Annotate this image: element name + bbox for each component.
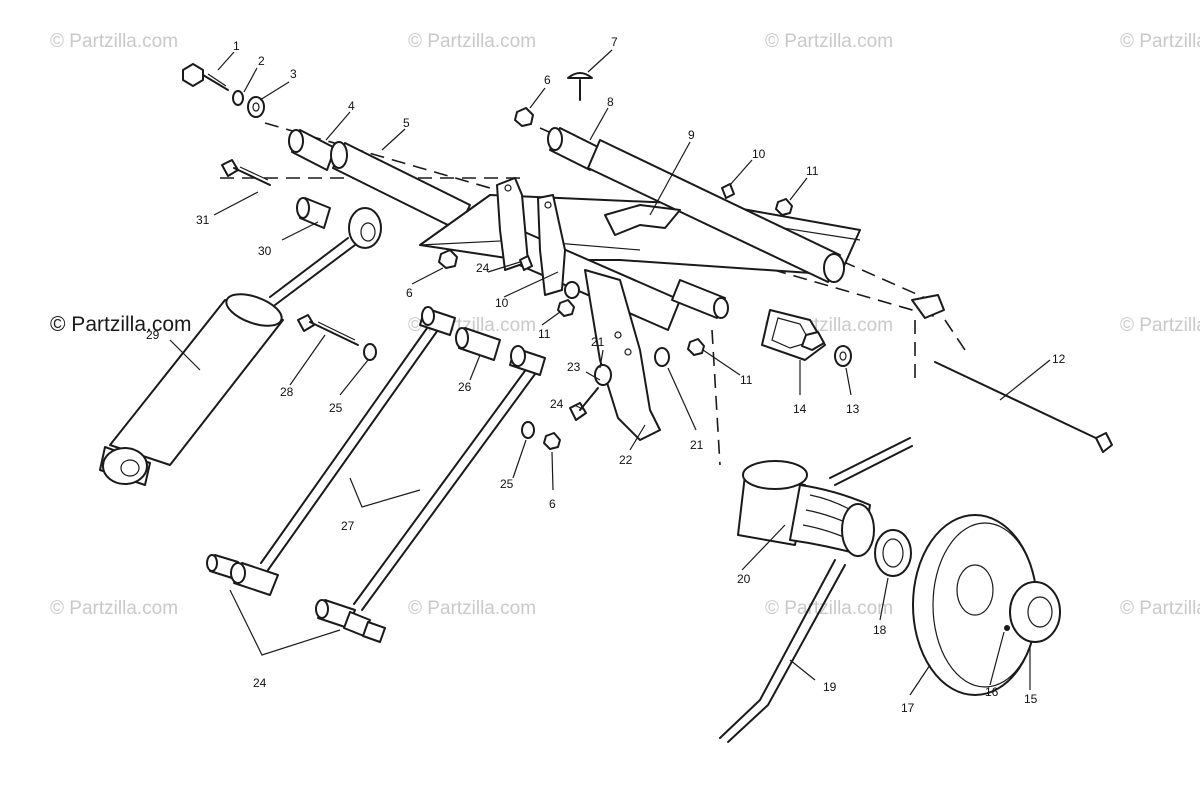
watermark-text: © Partzilla.com: [1120, 315, 1200, 336]
part-bearing-clip: [1004, 625, 1010, 631]
callout-label: 23: [567, 360, 581, 374]
part-long-bolt: [934, 361, 1113, 453]
part-carriage-bolt: [567, 72, 593, 101]
callout-label: 13: [846, 402, 860, 416]
watermark-text-dark: © Partzilla.com: [50, 313, 192, 336]
callout-label: 31: [196, 213, 210, 227]
callout-label: 7: [611, 35, 618, 49]
part-adjuster-cam: [911, 294, 945, 319]
callout-label: 25: [500, 477, 514, 491]
callout-label: 26: [458, 380, 472, 394]
part-washer: [834, 345, 852, 367]
callout-label: 2: [258, 54, 265, 68]
callout-label: 25: [329, 401, 343, 415]
callout-label: 4: [348, 99, 355, 113]
callout-label: 17: [901, 701, 915, 715]
callout-label: 9: [688, 128, 695, 142]
callout-label: 18: [873, 623, 887, 637]
callout-label: 6: [406, 286, 413, 300]
callout-label: 24: [476, 261, 490, 275]
part-washer: [594, 364, 612, 386]
callout-label: 22: [619, 453, 633, 467]
callout-label: 19: [823, 680, 837, 694]
callout-label: 15: [1024, 692, 1038, 706]
watermark-text: © Partzilla.com: [765, 31, 893, 52]
watermark-text: © Partzilla.com: [50, 598, 178, 619]
callout-label: 11: [806, 164, 819, 178]
part-nut: [438, 249, 458, 269]
part-washer: [654, 347, 670, 367]
callout-label: 16: [985, 685, 999, 699]
callout-label: 27: [341, 519, 355, 533]
part-link-rod: [260, 306, 456, 571]
callout-label: 20: [737, 572, 751, 586]
part-side-plate-right: [537, 194, 566, 296]
callout-label: 6: [544, 73, 551, 87]
part-nut: [557, 299, 575, 317]
part-clip: [519, 255, 533, 271]
callout-label: 29: [146, 328, 160, 342]
part-bolt: [182, 63, 229, 91]
callout-label: 21: [591, 335, 605, 349]
callout-label: 21: [690, 438, 704, 452]
watermark-text: © Partzilla.com: [408, 598, 536, 619]
callout-label: 11: [538, 327, 551, 341]
part-bushing: [455, 327, 501, 361]
part-spacer-washer: [874, 529, 912, 577]
part-bolt-long: [221, 159, 271, 186]
watermark-text: © Partzilla.com: [50, 31, 178, 52]
watermark-text: © Partzilla.com: [1120, 598, 1200, 619]
part-clip: [721, 183, 735, 199]
part-bracket: [604, 204, 681, 236]
part-bushing: [296, 197, 331, 229]
part-bolt-long: [297, 314, 359, 346]
callout-label: 10: [495, 296, 509, 310]
part-link-rod: [353, 345, 546, 611]
part-nut: [543, 432, 561, 450]
callout-labels: 1 2 3 4 5 6 7 8 9 10 10 11 11 11 12 13 1…: [146, 35, 1066, 715]
callout-label: 30: [258, 244, 272, 258]
part-washer: [521, 421, 535, 439]
callout-label: 10: [752, 147, 766, 161]
callout-label: 8: [607, 95, 614, 109]
callout-label: 24: [253, 676, 267, 690]
part-bushing-set: [206, 554, 386, 643]
part-idler-wheel: [912, 514, 1038, 696]
callout-label: 14: [793, 402, 807, 416]
part-nut: [514, 107, 534, 127]
part-lock-washer: [232, 90, 244, 106]
callout-label: 6: [549, 497, 556, 511]
part-torsion-spring: [719, 437, 913, 743]
part-nut: [775, 198, 793, 216]
part-shock-absorber: [99, 207, 382, 486]
part-washer: [363, 343, 377, 361]
callout-label: 5: [403, 116, 410, 130]
part-nut: [687, 338, 705, 356]
callout-label: 24: [550, 397, 564, 411]
callout-label: 28: [280, 385, 294, 399]
callout-label: 11: [740, 373, 753, 387]
part-bolt-short: [569, 387, 599, 421]
callout-label: 1: [233, 39, 240, 53]
watermark-text: © Partzilla.com: [765, 598, 893, 619]
watermark-text: © Partzilla.com: [408, 31, 536, 52]
part-washer: [564, 281, 580, 299]
watermark-text: © Partzilla.com: [1120, 31, 1200, 52]
part-wheel-hub: [1004, 581, 1061, 643]
part-washer: [247, 96, 265, 118]
callout-label: 3: [290, 67, 297, 81]
callout-label: 12: [1052, 352, 1066, 366]
leader-lines: [169, 49, 1051, 696]
part-rear-axle-tube: [547, 127, 845, 283]
part-stop-bracket: [761, 309, 826, 361]
